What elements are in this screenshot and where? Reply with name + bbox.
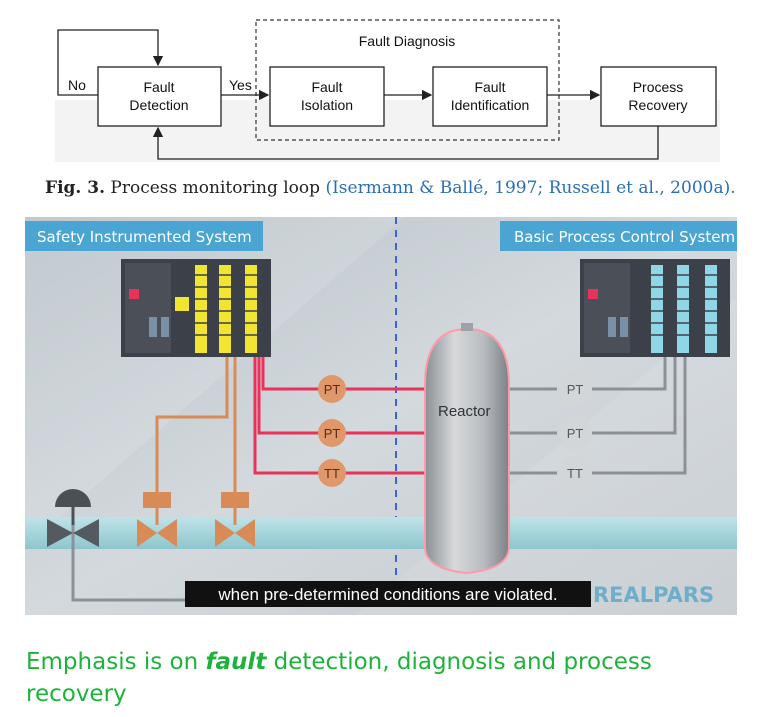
yes-label: Yes — [229, 77, 252, 93]
emphasis-suffix: detection, diagnosis and process recover… — [26, 649, 652, 707]
sis-plc-rack — [121, 259, 271, 357]
svg-text:Detection: Detection — [129, 97, 188, 113]
sis-instrument-pt-2: PT — [318, 419, 346, 447]
bpcs-plc-rack — [580, 259, 730, 357]
box-fault-identification: Fault Identification — [432, 66, 548, 127]
svg-text:PT: PT — [324, 426, 341, 441]
svg-text:when pre-determined conditions: when pre-determined conditions are viola… — [217, 585, 557, 604]
caption-text: Process monitoring loop — [110, 178, 321, 198]
box-fault-isolation: Fault Isolation — [269, 66, 385, 127]
svg-text:Isolation: Isolation — [301, 97, 353, 113]
figure-number: Fig. 3. — [45, 178, 105, 198]
bpcs-instrument-pt-1: PT — [558, 372, 592, 406]
sis-valve-2 — [215, 492, 255, 547]
flow-arrows — [57, 29, 659, 160]
sis-orange-wiring — [155, 357, 237, 492]
video-subtitle: when pre-determined conditions are viola… — [185, 581, 591, 607]
reactor-vessel: Reactor — [424, 323, 510, 575]
svg-text:Fault: Fault — [474, 79, 505, 95]
svg-text:PT: PT — [567, 382, 584, 397]
svg-text:Fault: Fault — [311, 79, 342, 95]
sis-instrument-pt-1: PT — [318, 375, 346, 403]
emphasis-statement: Emphasis is on fault detection, diagnosi… — [26, 646, 736, 710]
emphasis-word: fault — [205, 649, 267, 675]
svg-text:PT: PT — [567, 426, 584, 441]
fault-flow-diagram: Fault Diagnosis Fault Detection Fault Is… — [55, 19, 720, 162]
svg-text:TT: TT — [567, 466, 583, 481]
sis-instrument-tt: TT — [318, 459, 346, 487]
sis-red-wiring — [253, 357, 425, 475]
svg-text:Fault: Fault — [143, 79, 174, 95]
sis-valve-1 — [137, 492, 177, 547]
box-fault-detection: Fault Detection — [97, 66, 222, 127]
bpcs-label-tag: Basic Process Control System — [500, 221, 737, 251]
svg-text:Safety Instrumented System: Safety Instrumented System — [37, 228, 252, 246]
svg-text:Recovery: Recovery — [628, 97, 687, 113]
realpars-watermark: REALPARS — [593, 583, 714, 607]
bpcs-instrument-tt: TT — [558, 456, 592, 490]
svg-text:Reactor: Reactor — [438, 403, 491, 420]
process-pipe — [25, 517, 737, 549]
emphasis-prefix: Emphasis is on — [26, 649, 206, 675]
svg-text:Process: Process — [633, 79, 684, 95]
caption-references: (Isermann & Ballé, 1997; Russell et al.,… — [325, 178, 736, 198]
control-valve — [47, 489, 99, 547]
group-title: Fault Diagnosis — [359, 33, 456, 49]
no-label: No — [68, 77, 86, 93]
sis-label-tag: Safety Instrumented System — [25, 221, 263, 251]
svg-text:PT: PT — [324, 382, 341, 397]
svg-text:Identification: Identification — [451, 97, 530, 113]
svg-text:TT: TT — [324, 466, 340, 481]
figure-caption: Fig. 3. Process monitoring loop (Iserman… — [45, 178, 745, 198]
fault-diagnosis-group — [255, 19, 560, 141]
svg-text:Basic Process Control System: Basic Process Control System — [514, 228, 735, 246]
bpcs-instrument-pt-2: PT — [558, 416, 592, 450]
box-process-recovery: Process Recovery — [600, 66, 717, 127]
sis-bpcs-scene: Safety Instrumented System Basic Process… — [25, 217, 737, 615]
